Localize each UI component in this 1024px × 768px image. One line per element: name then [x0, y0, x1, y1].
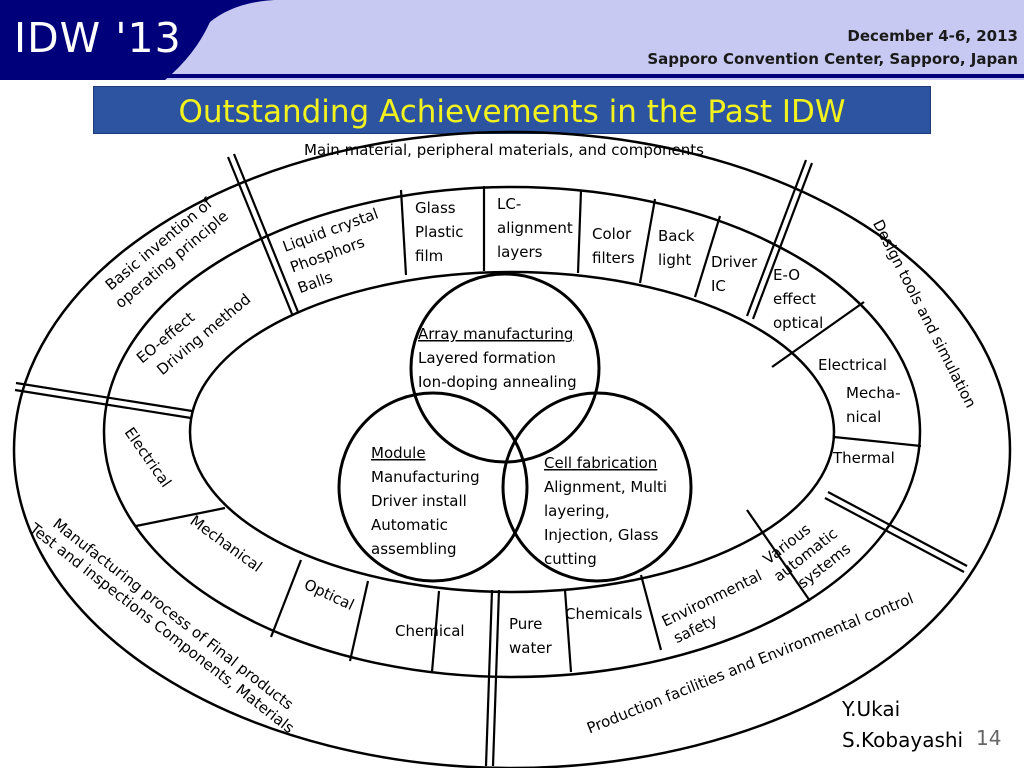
- svg-text:Alignment, Multi: Alignment, Multi: [544, 478, 667, 496]
- svg-text:E-O: E-O: [773, 266, 800, 284]
- ring-label-mechanical-right: Mecha- nical: [846, 384, 901, 426]
- slide-header: IDW '13 December 4-6, 2013 Sapporo Conve…: [0, 0, 1024, 80]
- ring-label-environmental-safety: Environmental safety: [659, 566, 765, 646]
- ring-label-pure-water: Pure water: [509, 615, 553, 657]
- conference-date: December 4-6, 2013: [847, 27, 1018, 45]
- conference-venue: Sapporo Convention Center, Sapporo, Japa…: [647, 50, 1018, 68]
- svg-text:Layered formation: Layered formation: [418, 349, 556, 367]
- author-kobayashi: S.Kobayashi: [842, 728, 964, 752]
- venn-circle-module: [337, 391, 529, 583]
- module-heading: Module: [371, 444, 426, 462]
- svg-text:filters: filters: [592, 249, 635, 267]
- svg-text:light: light: [658, 251, 691, 269]
- venn-circle-array: [409, 272, 601, 464]
- header-background: [0, 0, 1024, 80]
- svg-text:Mecha-: Mecha-: [846, 384, 901, 402]
- svg-text:Plastic: Plastic: [415, 223, 464, 241]
- svg-text:Back: Back: [658, 227, 695, 245]
- outer-label-manufacturing: Manufacturing process of Final products …: [26, 515, 298, 737]
- ring-label-glass: Glass Plastic film: [415, 199, 464, 265]
- ring-label-back-light: Back light: [658, 227, 695, 269]
- ring-label-liquid-crystal: Liquid crystal Phosphors Balls: [280, 205, 380, 298]
- author-ukai: Y.Ukai: [842, 697, 901, 721]
- svg-text:IC: IC: [711, 277, 726, 295]
- ring-label-driver-ic: Driver IC: [711, 253, 758, 295]
- ring-label-eo-effect-optical: E-O effect optical: [773, 266, 823, 332]
- ring-label-eo-driving: EO-effect Driving method: [133, 290, 254, 379]
- svg-text:assembling: assembling: [371, 540, 457, 558]
- cell-heading: Cell fabrication: [544, 454, 657, 472]
- svg-text:cutting: cutting: [544, 550, 597, 568]
- svg-text:effect: effect: [773, 290, 816, 308]
- svg-text:layering,: layering,: [544, 502, 610, 520]
- ring-label-chemicals: Chemicals: [565, 605, 643, 623]
- ring-label-color-filters: Color filters: [592, 225, 635, 267]
- ring-label-mechanical-left: Mechanical: [187, 512, 266, 576]
- inner-ring: [188, 270, 836, 594]
- venn-text-module: Module Manufacturing Driver install Auto…: [371, 444, 480, 558]
- page-number: 14: [976, 726, 1002, 750]
- svg-text:layers: layers: [497, 243, 543, 261]
- ring-label-chemical: Chemical: [395, 622, 465, 640]
- svg-text:water: water: [509, 639, 553, 657]
- svg-text:Driver: Driver: [711, 253, 758, 271]
- svg-text:LC-: LC-: [497, 195, 521, 213]
- svg-text:alignment: alignment: [497, 219, 573, 237]
- title-bar: Outstanding Achievements in the Past IDW: [93, 86, 931, 134]
- svg-text:Pure: Pure: [509, 615, 542, 633]
- outer-label-basic-invention: Basic invention of operating principle: [102, 194, 232, 312]
- ring-label-lc-alignment: LC- alignment layers: [497, 195, 573, 261]
- svg-text:Driver install: Driver install: [371, 492, 467, 510]
- slide-title: Outstanding Achievements in the Past IDW: [178, 94, 846, 130]
- idw-logo: IDW '13: [14, 14, 182, 62]
- ring-label-optical: Optical: [301, 575, 357, 614]
- svg-text:Glass: Glass: [415, 199, 456, 217]
- svg-text:optical: optical: [773, 314, 823, 332]
- ring-label-electrical-right: Electrical: [818, 356, 887, 374]
- middle-ring: [102, 185, 922, 679]
- array-heading: Array manufacturing: [418, 325, 573, 343]
- svg-text:Injection, Glass: Injection, Glass: [544, 526, 659, 544]
- ring-label-various-automatic: Various automatic systems: [760, 520, 855, 592]
- svg-text:nical: nical: [846, 408, 881, 426]
- svg-text:Ion-doping annealing: Ion-doping annealing: [418, 373, 577, 391]
- svg-text:Test and inspections Component: Test and inspections Components, Materia…: [26, 519, 298, 737]
- svg-text:film: film: [415, 247, 443, 265]
- svg-text:Color: Color: [592, 225, 632, 243]
- venn-text-cell: Cell fabrication Alignment, Multi layeri…: [544, 454, 667, 568]
- outer-ring: [12, 130, 1012, 768]
- ring-label-thermal: Thermal: [832, 449, 895, 467]
- middle-dividers: [135, 186, 922, 673]
- outer-dividers: [14, 153, 968, 767]
- ring-label-electrical-left: Electrical: [121, 424, 175, 491]
- outer-label-materials: Main material, peripheral materials, and…: [304, 141, 704, 159]
- svg-text:Manufacturing: Manufacturing: [371, 468, 480, 486]
- venn-text-array: Array manufacturing Layered formation Io…: [418, 325, 577, 391]
- svg-text:Automatic: Automatic: [371, 516, 448, 534]
- venn-circle-cell: [501, 391, 693, 583]
